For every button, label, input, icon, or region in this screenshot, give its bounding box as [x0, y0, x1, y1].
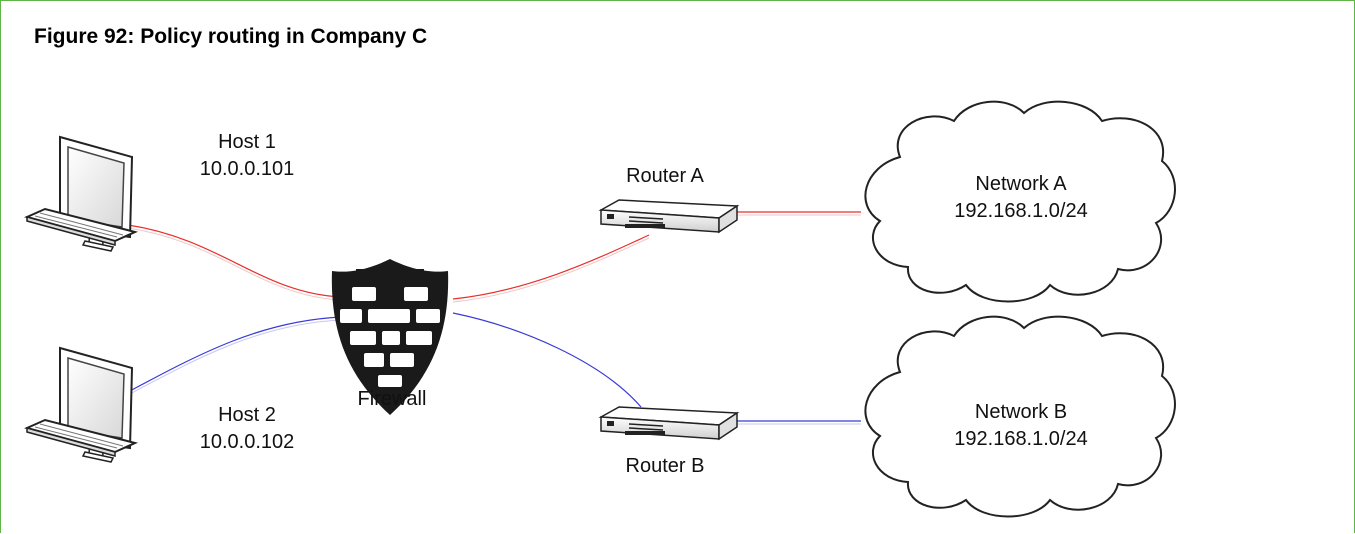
firewall-label: Firewall [357, 388, 427, 410]
router-a-icon [600, 199, 738, 233]
network-a-name: Network A [975, 173, 1067, 195]
network-b-name: Network B [974, 401, 1068, 423]
host-1-name: Host 1 [218, 131, 276, 153]
host-2-label: Host 2 10.0.0.102 [183, 402, 311, 456]
path-b-links [127, 312, 861, 425]
host-2-name: Host 2 [218, 404, 276, 426]
firewall-shield-icon [331, 259, 449, 415]
figure-title: Figure 92: Policy routing in Company C [34, 25, 428, 48]
network-b-label: Network B 192.168.1.0/24 [931, 399, 1111, 453]
network-b-subnet: 192.168.1.0/24 [954, 428, 1088, 450]
router-b-icon [600, 406, 738, 440]
host-1-label: Host 1 10.0.0.101 [183, 129, 311, 183]
host-1-ip: 10.0.0.101 [199, 158, 295, 180]
host-2-computer-icon [26, 347, 136, 463]
network-a-subnet: 192.168.1.0/24 [954, 200, 1088, 222]
path-a-links [127, 211, 861, 303]
router-b-label: Router B [625, 455, 705, 477]
host-1-computer-icon [26, 136, 136, 252]
router-a-label: Router A [626, 165, 704, 187]
network-a-label: Network A 192.168.1.0/24 [931, 171, 1111, 225]
host-2-ip: 10.0.0.102 [199, 431, 295, 453]
